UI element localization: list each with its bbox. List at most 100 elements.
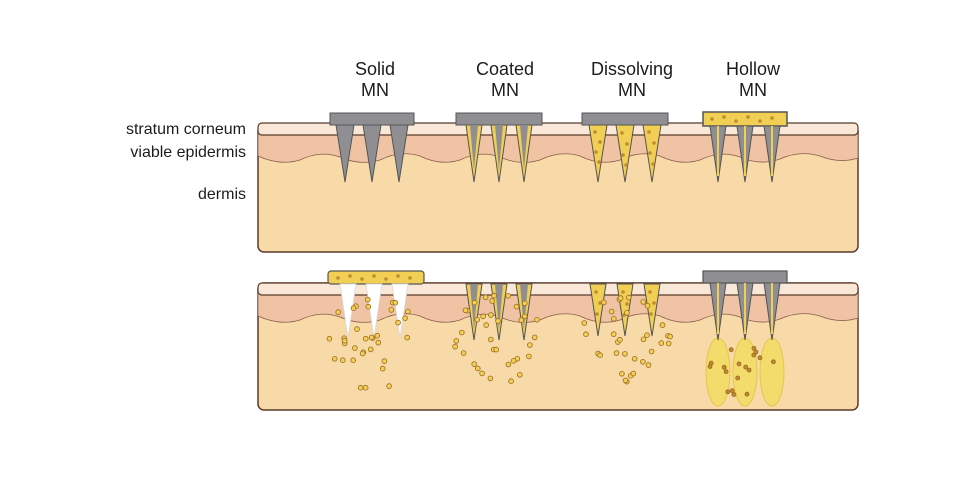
drug-dot [474, 365, 481, 372]
drug-dot [721, 364, 727, 370]
drug-dot [531, 334, 538, 341]
viable-epidermis-label: viable epidermis [130, 144, 246, 161]
drug-dot [707, 364, 713, 369]
hollow-b-plume-3 [759, 337, 785, 407]
stratum-corneum-label: stratum corneum [125, 121, 246, 138]
coated-mn-label: Coated MN [460, 59, 550, 101]
coated-mn-label-line1: Coated [475, 59, 535, 79]
drug-dot [483, 322, 490, 328]
drug-dot [488, 312, 494, 318]
drug-dot [521, 313, 528, 320]
drug-dot [744, 391, 750, 397]
drug-dot [640, 336, 647, 343]
drug-dot [480, 313, 486, 320]
drug-dot [753, 349, 759, 355]
drug-dot [729, 388, 735, 394]
drug-dot [326, 335, 333, 342]
drug-dot [392, 299, 399, 306]
drug-dot [667, 333, 673, 340]
drug-dot [341, 337, 348, 344]
drug-dot [622, 351, 628, 357]
hollow-mn-label-line1: Hollow [725, 59, 781, 79]
panel-a-viable-epidermis [257, 133, 859, 163]
drug-dot [354, 326, 360, 332]
dissolving-mn-label: Dissolving MN [572, 59, 692, 101]
hollow-mn-label: Hollow MN [708, 59, 798, 101]
drug-dot [723, 369, 729, 375]
drug-dot [388, 307, 395, 313]
drug-dot [381, 358, 388, 364]
panel-a-skin [257, 122, 859, 253]
dissolving-mn-base [581, 112, 669, 126]
drug-dot [368, 334, 375, 341]
solid-needle-1 [335, 124, 355, 183]
drug-dot [508, 378, 514, 385]
drug-dot [659, 322, 666, 328]
drug-dot [644, 332, 650, 339]
dissolving-needle-1 [588, 124, 608, 183]
drug-dot [405, 308, 411, 315]
drug-dot [751, 345, 757, 351]
solid-mn-label: Solid MN [345, 59, 405, 101]
hollow-mn-label-line2: MN [739, 80, 767, 100]
panel-a-solid-mn [329, 112, 415, 183]
coated-needle-2-core [495, 125, 503, 170]
drug-dot [359, 350, 366, 357]
drug-dot [510, 357, 517, 364]
drug-dot [493, 346, 500, 353]
drug-dot [757, 355, 763, 361]
drug-dot [658, 340, 665, 346]
dissolving-drug-dots [593, 130, 656, 167]
drug-dot [645, 362, 652, 368]
solid-mn-label-line1: Solid [354, 59, 396, 79]
drug-dot [630, 370, 637, 377]
drug-dot [365, 303, 372, 310]
drug-dot [527, 342, 533, 348]
drug-dot [736, 361, 742, 367]
drug-dot [460, 350, 467, 356]
drug-dot [521, 300, 528, 307]
drug-dot [516, 371, 523, 378]
drug-dot [610, 331, 617, 337]
drug-dot [404, 334, 411, 341]
panel-a-coated-mn [455, 112, 543, 183]
drug-dot [471, 299, 478, 306]
drug-dot [746, 367, 752, 373]
panel-a-hollow-mn [702, 111, 788, 183]
drug-dot [644, 302, 651, 309]
drug-dot [735, 375, 741, 381]
drug-dot [362, 335, 369, 342]
dermis-label: dermis [197, 186, 246, 203]
drug-dot [600, 299, 607, 306]
dissolving-needle-3 [642, 124, 662, 183]
drug-dot [608, 308, 615, 315]
hollow-b-base [702, 270, 788, 284]
drug-dot [487, 375, 494, 382]
panel-b-solid-mn [327, 270, 425, 339]
drug-dot [453, 338, 460, 344]
drug-dot [583, 331, 589, 338]
drug-dot [335, 309, 342, 315]
drug-dot [728, 347, 734, 353]
solid-channel-3 [391, 283, 409, 339]
drug-dot [357, 384, 364, 391]
panel-b-hollow-mn [702, 270, 788, 407]
drug-dot [640, 299, 647, 305]
drug-dot [479, 370, 485, 377]
coated-needle-1-core [470, 125, 478, 170]
drug-dot [362, 384, 369, 391]
drug-dot [489, 298, 496, 304]
drug-dot [743, 364, 749, 370]
drug-dot [648, 348, 655, 355]
drug-dot [505, 292, 511, 299]
drug-dot [771, 359, 776, 365]
drug-dot [610, 315, 617, 322]
hollow-reservoir-dots [710, 115, 774, 123]
drug-dot [617, 336, 623, 343]
panel-a-dissolving-mn [581, 112, 669, 183]
drug-dot [350, 357, 357, 364]
drug-dot [402, 315, 408, 321]
drug-dot [622, 377, 629, 384]
drug-dot [331, 355, 338, 362]
